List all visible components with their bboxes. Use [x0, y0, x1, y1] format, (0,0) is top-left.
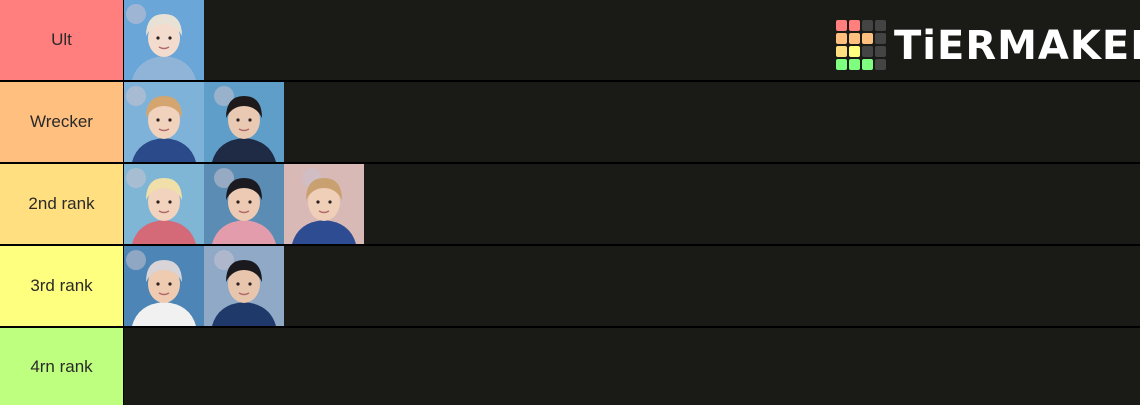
logo-grid-cell [836, 46, 847, 57]
portrait-image [204, 82, 284, 162]
tier-items-dropzone[interactable] [124, 0, 1140, 80]
portrait-image [124, 164, 204, 244]
tier-item-photo[interactable] [124, 82, 204, 162]
portrait-image [124, 246, 204, 326]
tier-row: 2nd rank [0, 164, 1140, 244]
tier-items-dropzone[interactable] [124, 328, 1140, 405]
tier-items-dropzone[interactable] [124, 164, 1140, 244]
logo-grid-cell [862, 33, 873, 44]
tier-label[interactable]: Ult [0, 0, 124, 80]
tier-items-dropzone[interactable] [124, 246, 1140, 326]
tier-label[interactable]: 2nd rank [0, 164, 124, 244]
tier-row: 4rn rank [0, 328, 1140, 405]
tier-item-photo[interactable] [124, 0, 204, 80]
logo-grid-cell [849, 46, 860, 57]
logo-grid-cell [836, 33, 847, 44]
tier-row: Ult [0, 0, 1140, 80]
logo-grid-cell [849, 20, 860, 31]
tier-item-photo[interactable] [124, 246, 204, 326]
tier-label[interactable]: Wrecker [0, 82, 124, 162]
tier-items-dropzone[interactable] [124, 82, 1140, 162]
portrait-image [124, 82, 204, 162]
tier-item-photo[interactable] [124, 164, 204, 244]
logo-grid-cell [849, 33, 860, 44]
logo-grid-cell [875, 20, 886, 31]
logo-grid-cell [836, 20, 847, 31]
tier-item-photo[interactable] [204, 82, 284, 162]
logo-grid-cell [862, 59, 873, 70]
portrait-image [204, 164, 284, 244]
logo-grid-cell [836, 59, 847, 70]
logo-grid-icon [836, 20, 888, 72]
portrait-image [284, 164, 364, 244]
logo-grid-cell [875, 46, 886, 57]
tier-item-photo[interactable] [284, 164, 364, 244]
tier-label[interactable]: 4rn rank [0, 328, 124, 405]
logo-grid-cell [875, 33, 886, 44]
logo-grid-cell [862, 46, 873, 57]
tier-label[interactable]: 3rd rank [0, 246, 124, 326]
logo-grid-cell [849, 59, 860, 70]
tier-item-photo[interactable] [204, 164, 284, 244]
logo-grid-cell [875, 59, 886, 70]
tier-row: 3rd rank [0, 246, 1140, 326]
logo-text: TiERMAKER [894, 23, 1140, 69]
logo-grid-cell [862, 20, 873, 31]
tier-row: Wrecker [0, 82, 1140, 162]
tiermaker-logo: TiERMAKER [836, 20, 1140, 72]
portrait-image [204, 246, 284, 326]
tier-item-photo[interactable] [204, 246, 284, 326]
portrait-image [124, 0, 204, 80]
